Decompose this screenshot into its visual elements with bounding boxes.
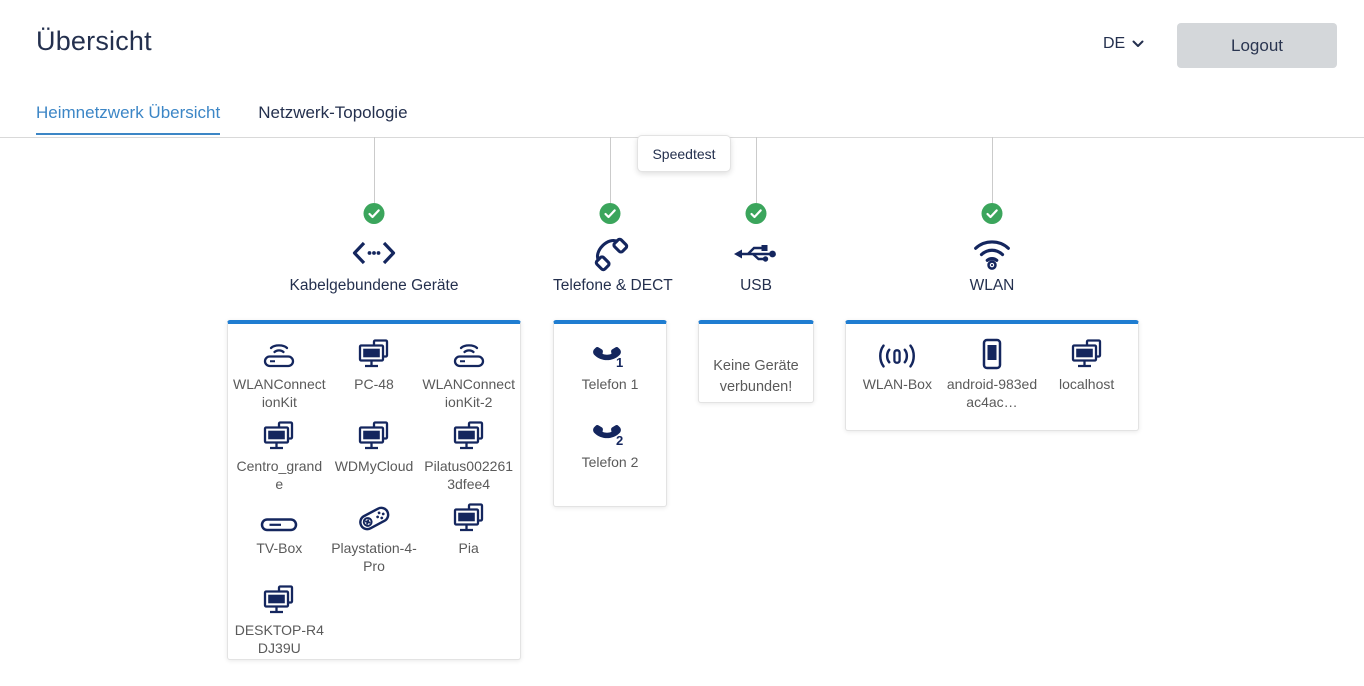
phone-2-icon: 2 (593, 416, 627, 448)
device-name: WLAN-Box (862, 376, 932, 392)
logout-button[interactable]: Logout (1177, 23, 1337, 68)
category-label: USB (740, 277, 772, 294)
antenna-icon (877, 338, 917, 370)
status-ok-icon (981, 203, 1003, 224)
speedtest-button[interactable]: Speedtest (637, 135, 731, 172)
device-card: Keine Geräte verbunden! (698, 320, 814, 403)
device-name: TV-Box (256, 540, 303, 556)
category-label: WLAN (969, 277, 1015, 294)
device-card: WLAN-Box android-983edac4ac… localhost (845, 320, 1139, 431)
connector-line (992, 137, 993, 203)
computer-icon (453, 502, 485, 534)
category-label: Telefone & DECT (553, 277, 673, 294)
device-tile[interactable]: 2 Telefon 2 (581, 416, 639, 471)
device-name: Telefon 1 (581, 376, 639, 392)
page-title: Übersicht (36, 26, 152, 56)
status-ok-icon (363, 203, 385, 224)
device-tile[interactable]: Playstation-4-Pro (327, 502, 422, 575)
empty-message: Keine Geräte verbunden! (713, 358, 799, 395)
ethernet-icon (227, 233, 521, 273)
device-tile[interactable]: Pilatus0022613dfee4 (421, 420, 516, 493)
device-tile[interactable]: Centro_grande (232, 420, 327, 493)
tab-netzwerk-topologie[interactable]: Netzwerk-Topologie (258, 103, 408, 122)
category-label: Kabelgebundene Geräte (289, 277, 459, 294)
gamepad-icon (356, 502, 392, 534)
device-tile[interactable]: WLAN-Box (850, 338, 945, 411)
device-name: WDMyCloud (334, 458, 414, 474)
smartphone-icon (981, 338, 1003, 370)
device-name: Playstation-4-Pro (331, 540, 417, 574)
device-name: WLANConnectionKit (233, 376, 326, 410)
connector-line (756, 137, 757, 203)
device-tile[interactable]: localhost (1039, 338, 1134, 411)
device-name: Centro_grande (236, 458, 323, 492)
language-label: DE (1103, 35, 1126, 52)
device-tile[interactable]: WLANConnectionKit-2 (421, 338, 516, 411)
status-ok-icon (745, 203, 767, 224)
device-name: Telefon 2 (581, 454, 639, 470)
device-tile[interactable]: Pia (421, 502, 516, 575)
repeater-icon (260, 338, 298, 370)
device-card: WLANConnectionKit PC-48 WLANConnectionKi… (227, 320, 521, 660)
device-tile[interactable]: 1 Telefon 1 (581, 338, 639, 393)
status-ok-icon (599, 203, 621, 224)
device-tile[interactable]: DESKTOP-R4DJ39U (232, 584, 327, 657)
phone-1-icon: 1 (593, 338, 627, 370)
device-name: WLANConnectionKit-2 (422, 376, 515, 410)
repeater-icon (450, 338, 488, 370)
computer-icon (358, 338, 390, 370)
tab-heimnetzwerk-uebersicht[interactable]: Heimnetzwerk Übersicht (36, 103, 221, 135)
tab-bar: Heimnetzwerk Übersicht Netzwerk-Topologi… (0, 0, 1364, 138)
language-selector[interactable]: DE (1103, 35, 1144, 53)
connector-line (374, 137, 375, 203)
computer-icon (263, 584, 295, 616)
device-tile[interactable]: WLANConnectionKit (232, 338, 327, 411)
usb-icon (698, 233, 814, 273)
tabs: Heimnetzwerk Übersicht Netzwerk-Topologi… (36, 103, 408, 135)
device-tile[interactable]: PC-48 (327, 338, 422, 411)
computer-icon (358, 420, 390, 452)
computer-icon (453, 420, 485, 452)
device-name: Pia (458, 540, 479, 556)
settopbox-icon (260, 502, 298, 534)
device-tile[interactable]: android-983edac4ac… (945, 338, 1040, 411)
device-name: localhost (1059, 376, 1115, 392)
connector-line (610, 137, 611, 203)
device-card: 1 Telefon 1 2 Telefon 2 (553, 320, 667, 507)
chevron-down-icon (1132, 35, 1144, 53)
device-name: PC-48 (354, 376, 394, 392)
computer-icon (1071, 338, 1103, 370)
device-name: android-983edac4ac… (946, 376, 1038, 410)
svg-text:2: 2 (616, 433, 623, 448)
computer-icon (263, 420, 295, 452)
device-tile[interactable]: WDMyCloud (327, 420, 422, 493)
svg-text:1: 1 (616, 355, 623, 370)
device-name: DESKTOP-R4DJ39U (234, 622, 324, 656)
device-tile[interactable]: TV-Box (232, 502, 327, 575)
wifi-icon (845, 233, 1139, 273)
device-name: Pilatus0022613dfee4 (424, 458, 514, 492)
phone-icon (553, 233, 667, 273)
